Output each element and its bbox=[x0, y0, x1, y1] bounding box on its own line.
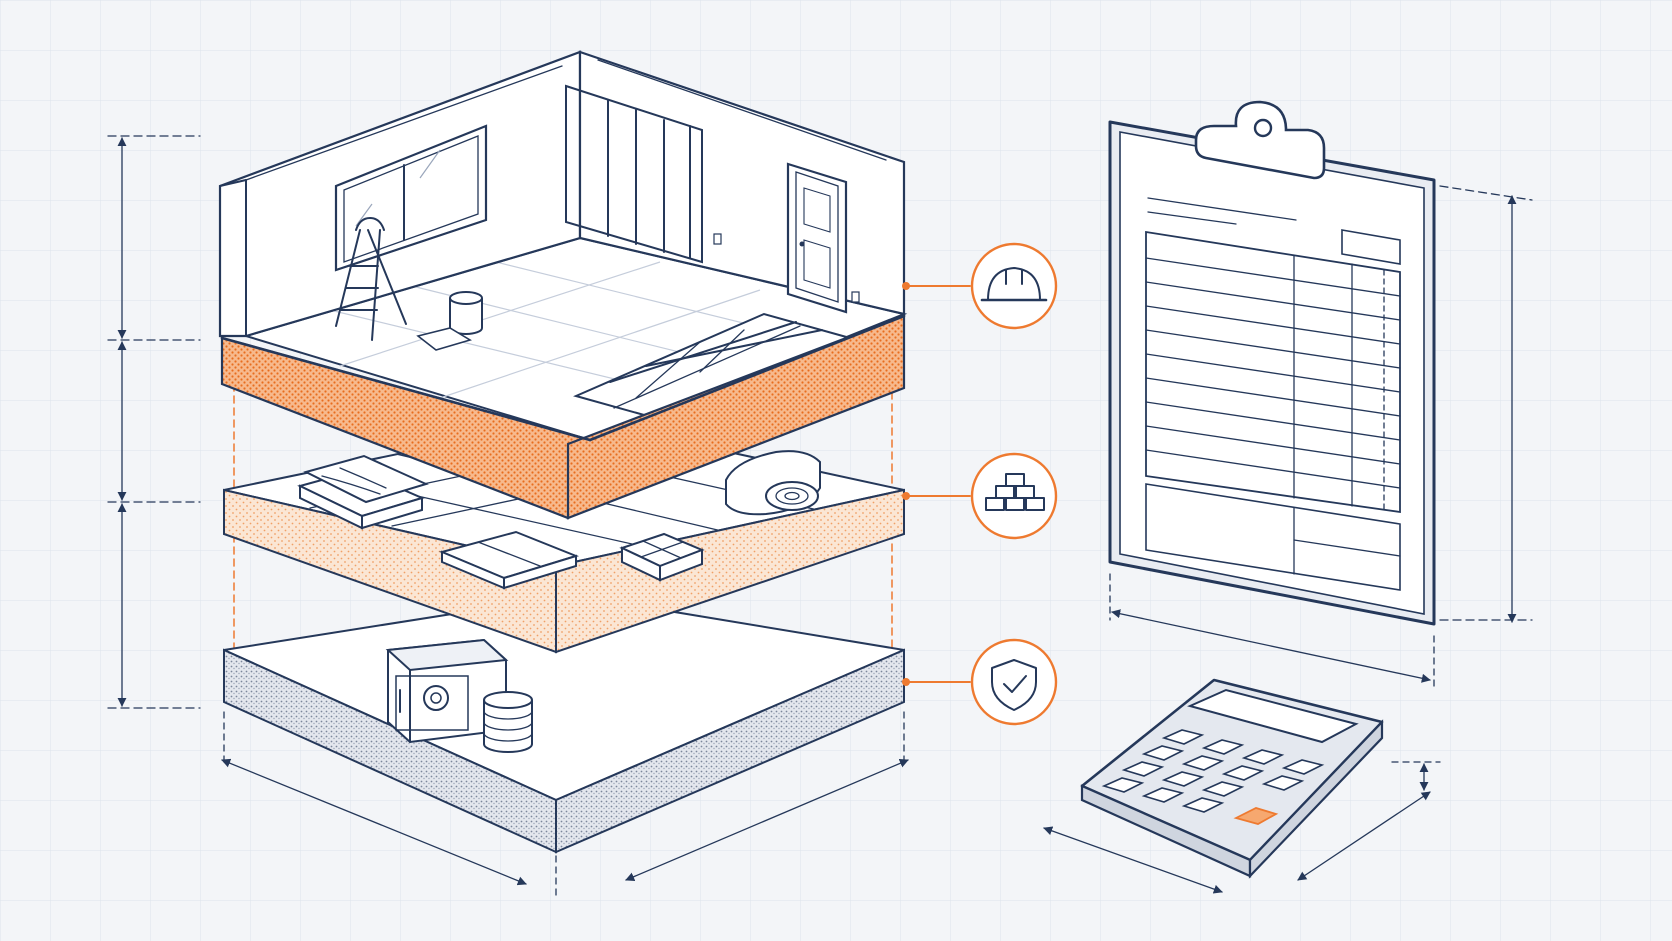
clipboard-dimension-lines bbox=[1109, 185, 1533, 687]
layer-connectors bbox=[233, 383, 893, 651]
bricks-icon bbox=[985, 473, 1045, 511]
height-dimension-lines bbox=[107, 135, 201, 709]
safe-icon bbox=[385, 638, 509, 744]
wall-studs bbox=[565, 84, 703, 264]
outlet-icon bbox=[713, 233, 722, 245]
insulation-roll-icon bbox=[725, 450, 821, 516]
hard-hat-icon bbox=[980, 267, 1048, 302]
shield-check-icon bbox=[991, 659, 1037, 711]
width-dimension-lines bbox=[221, 711, 909, 901]
layer-callouts bbox=[902, 242, 1058, 726]
labor-room bbox=[218, 50, 908, 520]
calculator-keys bbox=[1101, 729, 1325, 813]
door-icon bbox=[786, 162, 848, 314]
tiles-stack-icon bbox=[619, 532, 705, 582]
clipboard-icon bbox=[1108, 100, 1436, 626]
outlet-icon bbox=[851, 291, 860, 303]
window-icon bbox=[334, 124, 488, 272]
lumber-icon bbox=[297, 454, 429, 530]
equals-key bbox=[1233, 807, 1279, 825]
paint-bucket-icon bbox=[416, 291, 483, 351]
ladder-icon bbox=[335, 217, 407, 341]
coin-stack-icon bbox=[483, 691, 533, 753]
contingency-slab bbox=[223, 594, 905, 854]
calculator-dimension-lines bbox=[1043, 761, 1441, 894]
tiles-icon bbox=[438, 530, 580, 590]
